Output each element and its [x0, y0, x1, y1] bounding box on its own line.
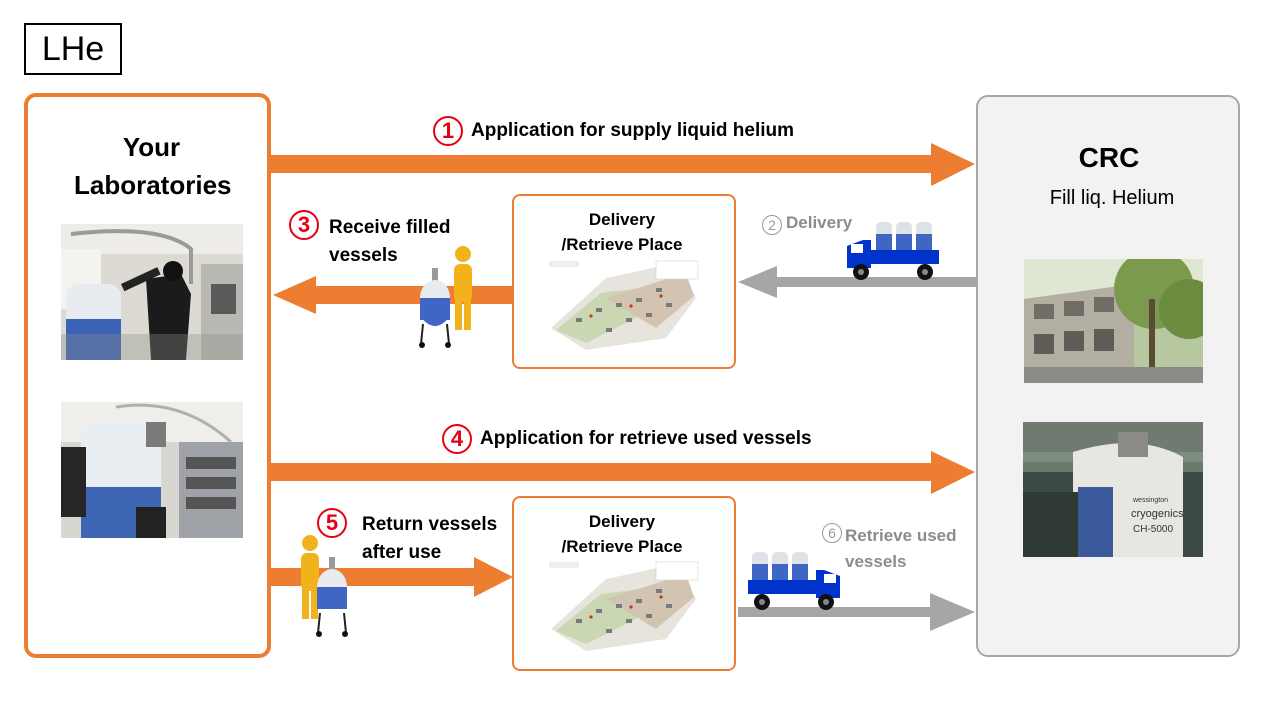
crc-building-photo [1024, 259, 1203, 383]
person-with-vessel-icon-lower [295, 533, 355, 641]
arrow-step-6 [738, 593, 975, 631]
vessel-icon [876, 222, 932, 250]
step-3-number-wrap: 3 [289, 210, 327, 240]
step-3-number: 3 [289, 210, 319, 240]
step-5-label: Return vessels after use [362, 514, 498, 563]
truck-icon-retrieve [746, 550, 842, 614]
arrow-step-1 [271, 143, 975, 186]
step-6-label: Retrieve used vessels [845, 526, 957, 571]
step-4-number: 4 [442, 424, 472, 454]
vessel-icon [316, 557, 348, 637]
truck-icon-delivery [845, 220, 941, 284]
crc-subtitle: Fill liq. Helium [1049, 187, 1175, 209]
svg-text:CH-5000: CH-5000 [1133, 524, 1173, 535]
delivery-place-title-upper: Delivery /Retrieve Place [561, 210, 683, 254]
arrow-step-2 [738, 266, 976, 298]
step-2-number: 2 [762, 215, 782, 235]
campus-map-lower [546, 559, 702, 656]
step-5-number: 5 [317, 508, 347, 538]
person-icon [454, 246, 472, 330]
step-5-number-wrap: 5 [317, 508, 355, 538]
laboratories-title: Your Laboratories [74, 132, 232, 200]
crc-cryostat-photo: wessington cryogenics CH-5000 [1023, 422, 1203, 557]
cryostat-label-text: wessington [1132, 497, 1168, 504]
delivery-place-title-lower: Delivery /Retrieve Place [561, 512, 683, 556]
vessel-icon [752, 552, 808, 580]
campus-map-upper [546, 258, 702, 355]
person-with-vessel-icon-upper [418, 244, 480, 352]
page-title: LHe [24, 23, 122, 75]
svg-text:cryogenics: cryogenics [1131, 508, 1184, 520]
crc-title: CRC [1078, 142, 1140, 173]
lab-photo-2 [61, 402, 243, 538]
laboratories-panel [24, 93, 271, 658]
step-3-label: Receive filled vessels [329, 217, 451, 266]
lab-photo-1 [61, 224, 243, 360]
person-icon [301, 535, 319, 619]
step-6-number-wrap: 6 [822, 523, 846, 543]
step-6-number: 6 [822, 523, 842, 543]
step-1-number: 1 [433, 116, 463, 146]
vessel-icon [419, 268, 451, 348]
arrow-step-4 [271, 451, 975, 494]
